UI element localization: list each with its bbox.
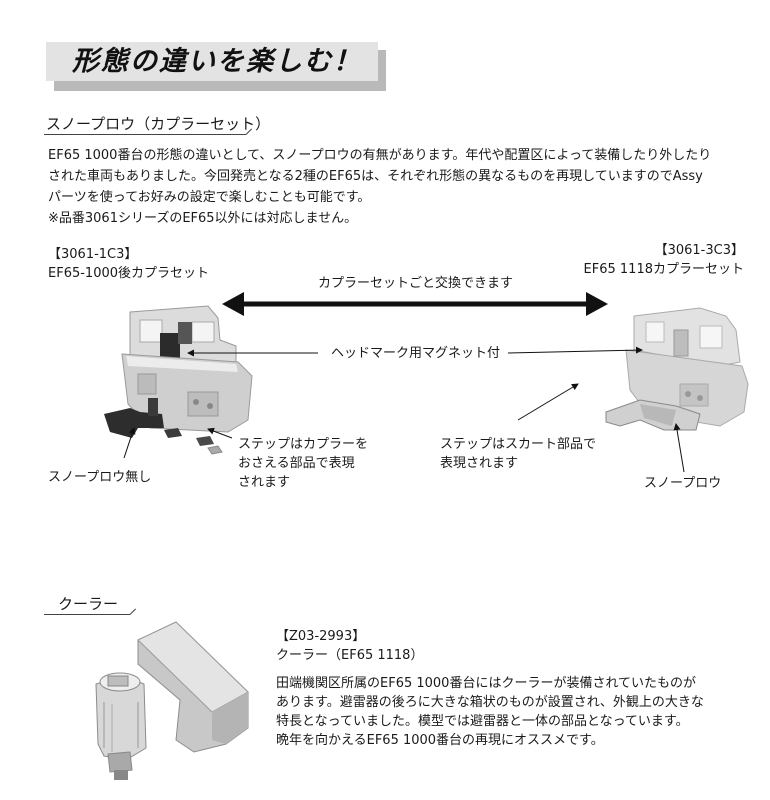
paragraph-line: された車両もありました。今回発売となる2種のEF65は、それぞれ形態の異なるもの… (48, 169, 703, 184)
step-right-line: 表現されます (440, 456, 519, 471)
cooler-name: クーラー（EF65 1118） (276, 648, 424, 663)
paragraph-line: 田端機関区所属のEF65 1000番台にはクーラーが装備されていたものが (276, 676, 697, 691)
step-right-note: ステップはスカート部品で 表現されます (440, 435, 596, 473)
cooler-paragraph: 田端機関区所属のEF65 1000番台にはクーラーが装備されていたものが ありま… (276, 674, 704, 750)
no-snowplow-label: スノープロウ無し (48, 470, 152, 485)
exchange-double-arrow (222, 292, 608, 316)
snowplow-paragraph: EF65 1000番台の形態の違いとして、スノープロウの有無があります。年代や配… (48, 145, 711, 229)
paragraph-line: EF65 1000番台の形態の違いとして、スノープロウの有無があります。年代や配… (48, 148, 712, 163)
snowplow-label: スノープロウ (644, 476, 722, 491)
paragraph-line: パーツを使ってお好みの設定で楽しむことも可能です。 (48, 190, 371, 205)
page-title: 形態の違いを楽しむ！ (72, 46, 362, 77)
cooler-code: 【Z03-2993】 (276, 629, 366, 644)
exchange-arrow-label: カプラーセットごと交換できます (318, 276, 514, 291)
snowplow-heading: スノープロウ（カプラーセット） (46, 115, 271, 133)
left-part-name: EF65-1000後カプラセット (48, 266, 210, 281)
step-left-note: ステップはカプラーを おさえる部品で表現 されます (238, 435, 368, 492)
leader-lines (123, 346, 685, 473)
step-left-line: されます (238, 475, 291, 490)
right-part-code: 【3061-3C3】 (654, 243, 744, 258)
paragraph-line: ※品番3061シリーズのEF65以外には対応しません。 (48, 211, 358, 226)
left-part-code: 【3061-1C3】 (48, 247, 138, 262)
paragraph-line: あります。避雷器の後ろに大きな箱状のものが設置され、外観上の大きな (276, 695, 704, 710)
coupler-set-left-image (104, 305, 253, 455)
cooler-part-image (95, 621, 249, 780)
step-left-line: おさえる部品で表現 (238, 456, 355, 471)
title-banner (46, 42, 378, 81)
cooler-heading-underline (44, 614, 130, 615)
right-part-name: EF65 1118カプラーセット (583, 262, 744, 277)
paragraph-line: 特長となっていました。模型では避雷器と一体の部品となっています。 (276, 714, 689, 729)
snowplow-heading-underline (44, 134, 246, 135)
coupler-set-right-image (605, 307, 749, 431)
cooler-heading: クーラー (58, 595, 119, 613)
step-left-line: ステップはカプラーを (238, 437, 369, 452)
magnet-label: ヘッドマーク用マグネット付 (331, 346, 501, 361)
paragraph-line: 晩年を向かえるEF65 1000番台の再現にオススメです。 (276, 733, 604, 748)
step-right-line: ステップはスカート部品で (440, 437, 597, 452)
